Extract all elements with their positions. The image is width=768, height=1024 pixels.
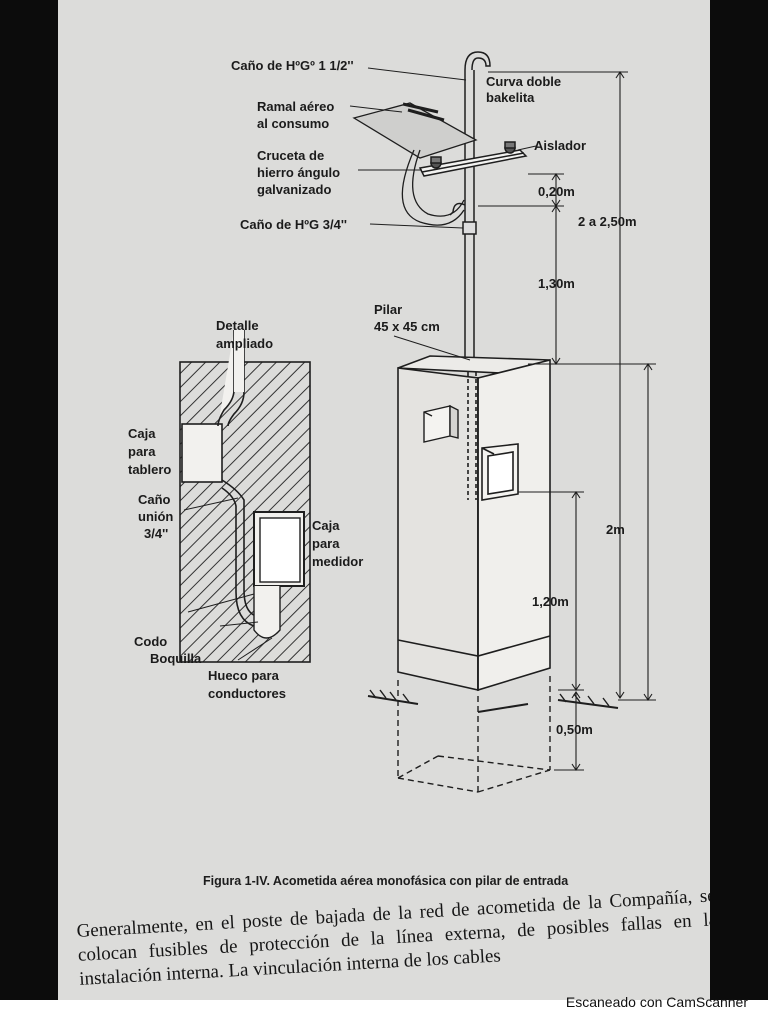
- label-caja-tablero-line3: tablero: [128, 462, 171, 477]
- label-caja-tablero-line2: para: [128, 444, 156, 459]
- label-cano-union-line3: 3/4'': [144, 526, 168, 541]
- label-cruceta-line1: Cruceta de: [257, 148, 324, 163]
- ground-line: [367, 689, 619, 713]
- dimension-lines: [478, 71, 656, 771]
- cruceta: [418, 141, 528, 177]
- label-cano-hg-3-4: Caño de HºG 3/4'': [240, 217, 347, 232]
- label-hueco-line2: conductores: [208, 686, 286, 701]
- dim-2-a-2-50m: 2 a 2,50m: [578, 214, 637, 229]
- label-hueco-line1: Hueco para: [208, 668, 280, 683]
- label-curva-line2: bakelita: [486, 90, 535, 105]
- camscanner-watermark: Escaneado con CamScanner: [565, 994, 748, 1010]
- caja-tablero-box: [423, 404, 459, 443]
- detalle-ampliado: [179, 330, 311, 663]
- dim-0-50m: 0,50m: [556, 722, 593, 737]
- label-cruceta-line2: hierro ángulo: [257, 165, 340, 180]
- label-caja-medidor-line1: Caja: [312, 518, 340, 533]
- foundation-dashed: [397, 676, 551, 793]
- labels: Caño de HºGº 1 1/2'' Curva doble bakelit…: [128, 58, 586, 701]
- label-cruceta-line3: galvanizado: [257, 182, 331, 197]
- dim-1-20m: 1,20m: [532, 594, 569, 609]
- label-boquilla: Boquilla: [150, 651, 202, 666]
- acometida-diagram: Caño de HºGº 1 1/2'' Curva doble bakelit…: [128, 51, 656, 793]
- body-paragraph: Generalmente, en el poste de bajada de l…: [76, 885, 710, 990]
- dim-2m: 2m: [606, 522, 625, 537]
- label-cano-union-line2: unión: [138, 509, 173, 524]
- scan-border-left: [0, 0, 58, 1000]
- pipe-joint-3-4: [449, 202, 477, 235]
- label-pilar-line2: 45 x 45 cm: [374, 319, 440, 334]
- label-cano-hg-1-1-2: Caño de HºGº 1 1/2'': [231, 58, 354, 73]
- scan-border-right: [710, 0, 768, 1000]
- caja-medidor-box: [481, 443, 519, 501]
- dim-1-30m: 1,30m: [538, 276, 575, 291]
- label-curva-line1: Curva doble: [486, 74, 561, 89]
- ramal-aereo: [352, 102, 478, 226]
- pilar: [397, 355, 551, 692]
- label-caja-tablero-line1: Caja: [128, 426, 156, 441]
- label-codo: Codo: [134, 634, 167, 649]
- label-cano-union-line1: Caño: [138, 492, 171, 507]
- label-pilar-line1: Pilar: [374, 302, 402, 317]
- figure-caption: Figura 1-IV. Acometida aérea monofásica …: [203, 874, 569, 888]
- label-ramal-line1: Ramal aéreo: [257, 99, 334, 114]
- main-pipe: [464, 51, 491, 360]
- dimension-labels: 0,20m 2 a 2,50m 1,30m 2m 1,20m 0,50m: [532, 184, 637, 737]
- label-aislador: Aislador: [534, 138, 586, 153]
- dim-0-20m: 0,20m: [538, 184, 575, 199]
- footer-bar: [0, 1000, 768, 1024]
- label-detalle-line1: Detalle: [216, 318, 259, 333]
- label-detalle-line2: ampliado: [216, 336, 273, 351]
- book-page: Caño de HºGº 1 1/2'' Curva doble bakelit…: [58, 0, 710, 1000]
- label-caja-medidor-line3: medidor: [312, 554, 363, 569]
- label-caja-medidor-line2: para: [312, 536, 340, 551]
- label-ramal-line2: al consumo: [257, 116, 329, 131]
